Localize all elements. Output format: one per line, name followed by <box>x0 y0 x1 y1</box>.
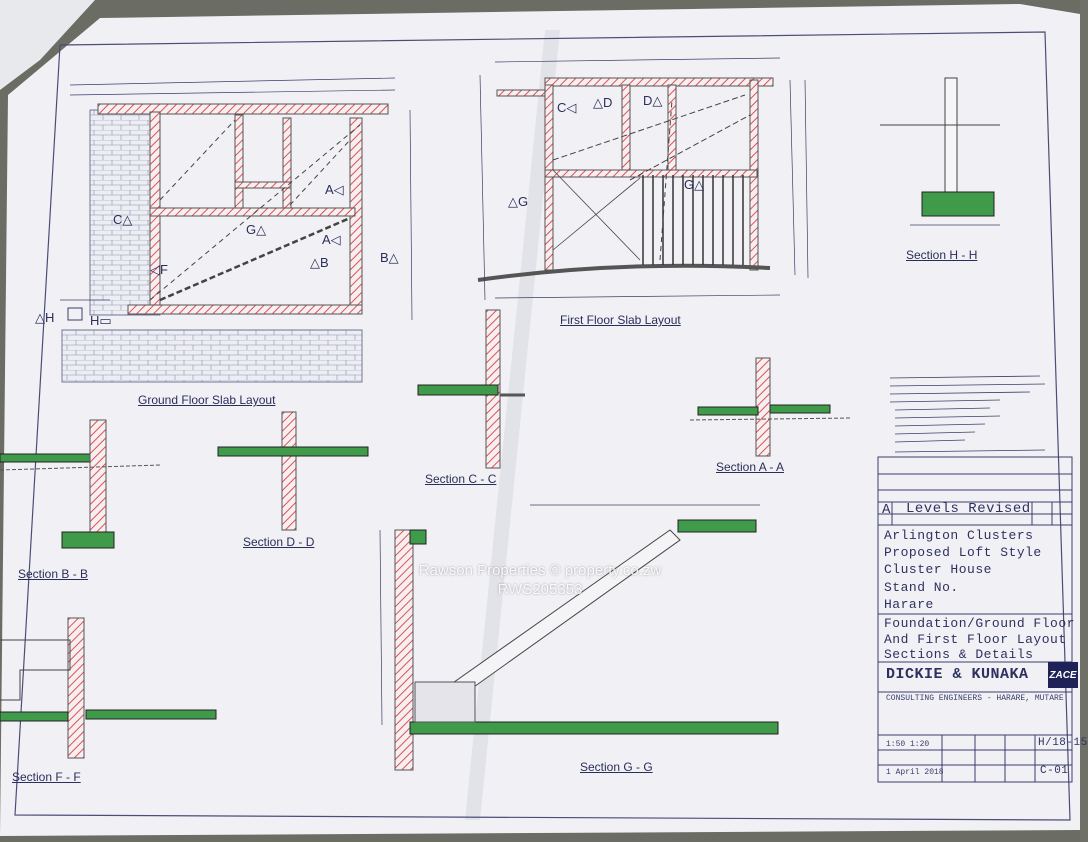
section-bb-title: Section B - B <box>18 567 89 581</box>
section-hh-title: Section H - H <box>906 248 978 262</box>
firm-name: DICKIE & KUNAKA <box>886 666 1029 683</box>
mark-d-first: △D <box>593 95 613 110</box>
job-number: H/18-15 <box>1038 737 1088 749</box>
mark-c-first: C◁ <box>557 100 577 115</box>
first-floor-plan <box>477 57 809 301</box>
mark-a-ground-2: A◁ <box>322 232 341 247</box>
ground-floor-plan <box>60 77 413 383</box>
project-line: Cluster House <box>884 562 992 577</box>
ground-floor-title: Ground Floor Slab Layout <box>138 393 276 407</box>
general-notes <box>889 375 1046 453</box>
mark-a-ground: A◁ <box>325 182 344 197</box>
section-gg-detail <box>379 504 779 771</box>
curled-paper-corner <box>0 0 95 90</box>
section-bb-detail <box>0 419 161 549</box>
section-cc-detail <box>417 309 525 469</box>
firm-logo: ZACE <box>1048 662 1078 688</box>
drawing-title-line: And First Floor Layout <box>884 632 1067 647</box>
section-dd-title: Section D - D <box>243 535 315 549</box>
revision-letter: A <box>882 502 891 518</box>
project-line: Proposed Loft Style <box>884 545 1042 560</box>
section-ff-detail <box>0 617 217 759</box>
section-ff-title: Section F - F <box>12 770 81 784</box>
mark-b-ground-2: B△ <box>380 250 399 265</box>
watermark-line-2: RWS205353 <box>497 581 583 598</box>
section-cc-title: Section C - C <box>425 472 497 486</box>
mark-g-first: △G <box>508 194 529 209</box>
mark-g-ground: G△ <box>246 222 267 237</box>
drawing-number: C-01 <box>1040 765 1069 777</box>
project-line: Arlington Clusters <box>884 528 1034 543</box>
drawing-title-line: Foundation/Ground Floor <box>884 616 1075 631</box>
section-aa-title: Section A - A <box>716 460 785 474</box>
mark-c-ground: C△ <box>113 212 133 227</box>
section-hh-detail <box>880 77 1000 226</box>
mark-d-first-2: D△ <box>643 93 663 108</box>
title-block-frame <box>877 456 1073 783</box>
section-aa-detail <box>689 357 851 457</box>
watermark-line-1: Rawson Properties © property.co.zw <box>418 562 662 579</box>
date-value: 1 April 2018 <box>886 768 944 777</box>
mark-f-ground: ◁F <box>150 262 168 277</box>
mark-b-ground: △B <box>310 255 329 270</box>
revision-text: Levels Revised <box>906 501 1031 517</box>
first-floor-title: First Floor Slab Layout <box>560 313 681 327</box>
mark-h-ground: △H <box>35 310 55 325</box>
section-gg-title: Section G - G <box>580 760 653 774</box>
mark-g-first-2: G△ <box>684 177 705 192</box>
project-line: Stand No. <box>884 580 959 595</box>
firm-subtitle: CONSULTING ENGINEERS - HARARE, MUTARE <box>886 694 1064 703</box>
drawing-title-line: Sections & Details <box>884 647 1034 662</box>
mark-h-ground-2: H▭ <box>90 313 112 328</box>
section-dd-detail <box>217 411 369 531</box>
scale-value: 1:50 1:20 <box>886 740 930 749</box>
project-line: Harare <box>884 597 934 612</box>
